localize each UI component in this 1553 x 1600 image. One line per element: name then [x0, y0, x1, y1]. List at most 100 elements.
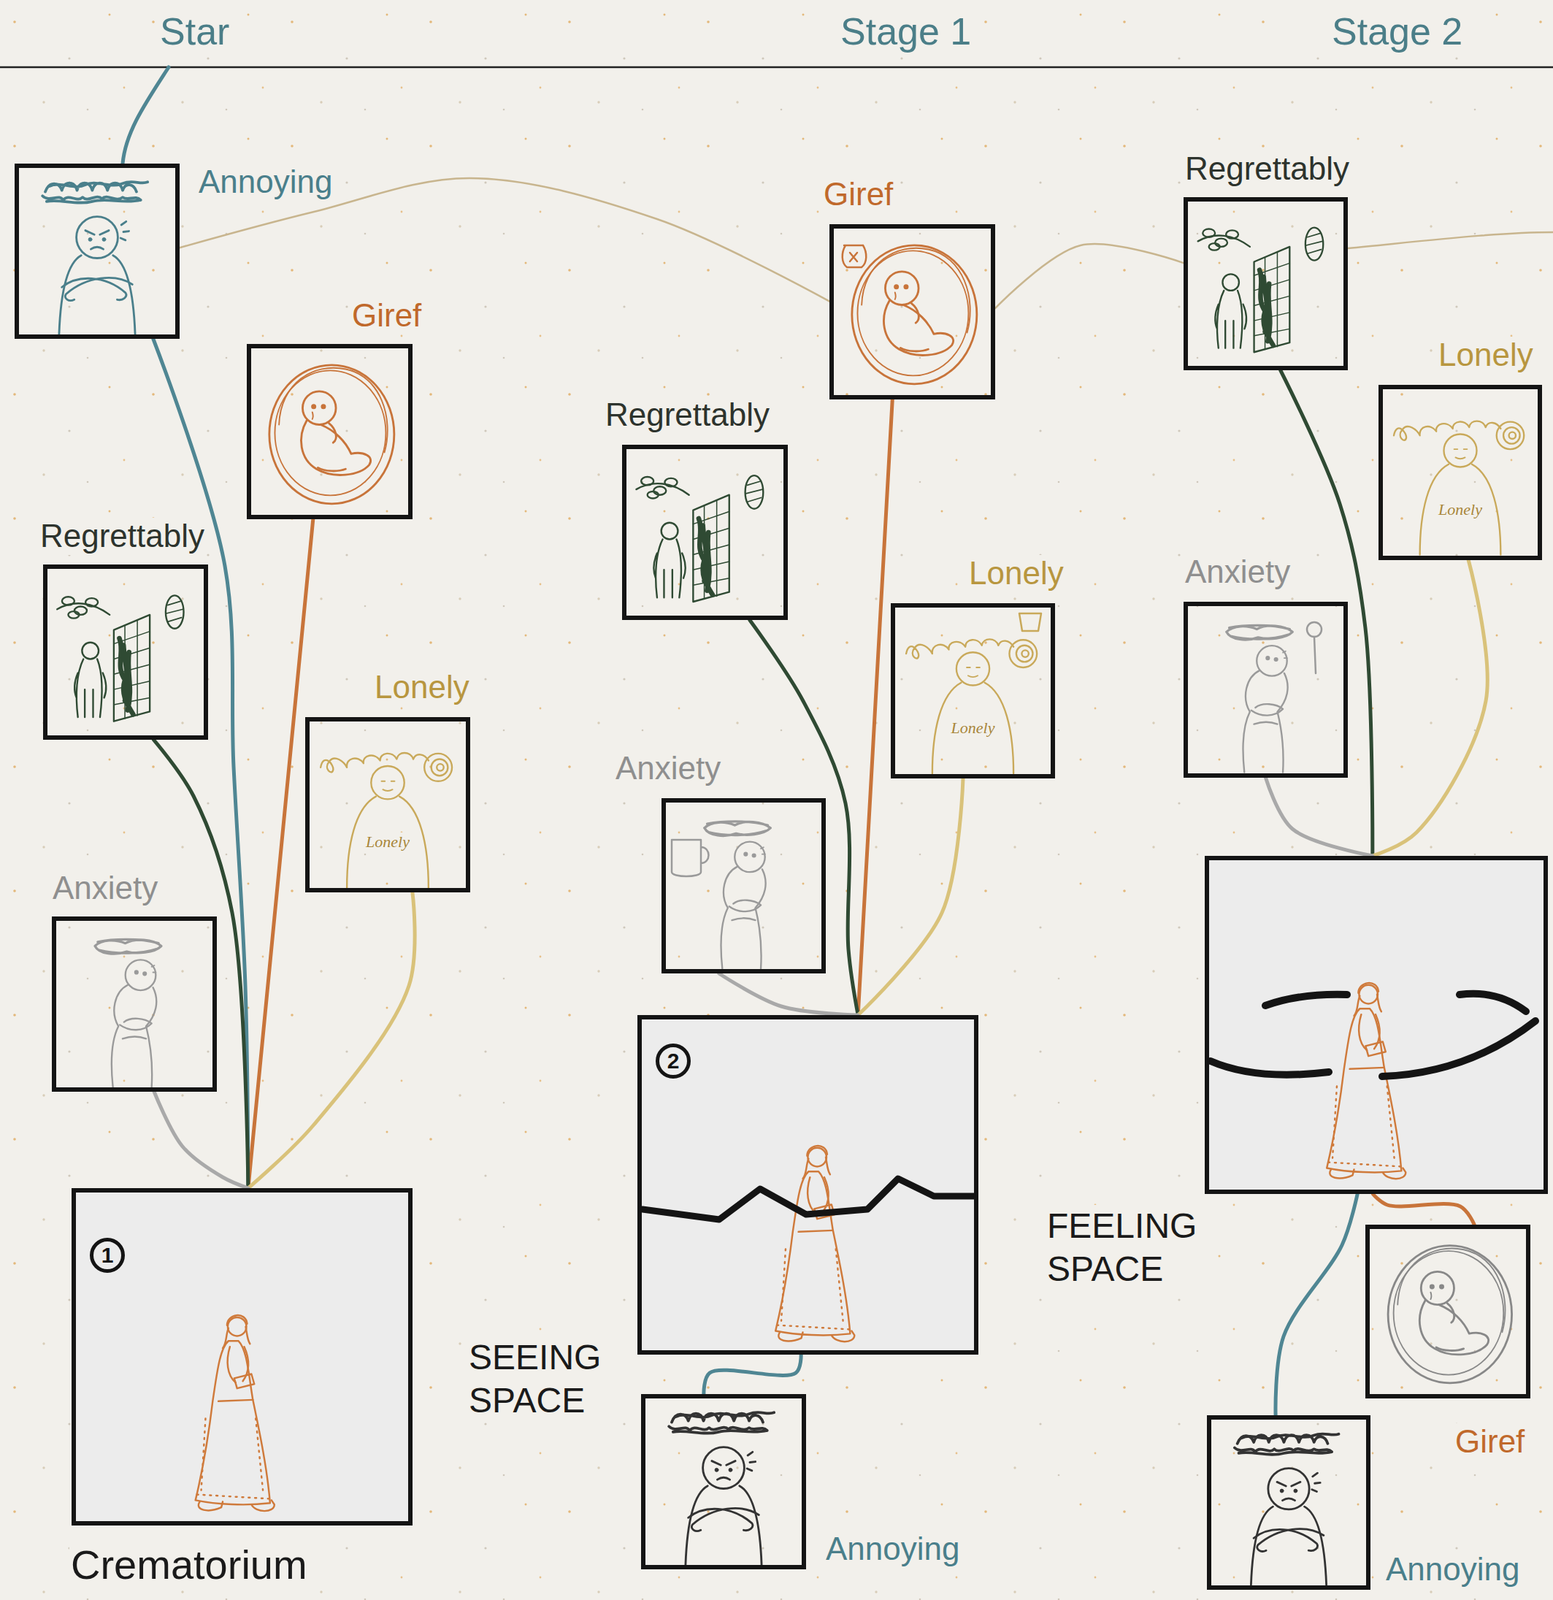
space-box: 2SEEING SPACE — [637, 1014, 979, 1355]
emotion-label: Regrettably — [603, 396, 772, 434]
annoyed-figure — [42, 181, 148, 335]
emotion-box: Annoying — [1206, 1415, 1371, 1590]
emotion-box: Giref — [1365, 1224, 1531, 1399]
connector — [1275, 1193, 1358, 1416]
soft-curves — [1210, 993, 1536, 1077]
timeline-thread — [1347, 232, 1553, 249]
anxious-figure — [94, 938, 162, 1087]
emotion-box: LonelyLonely — [1378, 384, 1543, 561]
anxious-figure — [704, 821, 771, 969]
annoyed-figure — [1234, 1433, 1340, 1585]
emotion-box: LonelyLonely — [890, 603, 1056, 779]
emotion-label: Anxiety — [1183, 553, 1292, 591]
emotion-label: Lonely — [373, 668, 471, 707]
handwritten-note: Lonely — [364, 832, 412, 851]
connector — [1280, 370, 1373, 856]
lonely-figure — [320, 752, 452, 888]
emotion-box: Giref — [246, 343, 413, 520]
jar-sketch — [842, 245, 867, 268]
emotion-label: Regrettably — [38, 517, 206, 555]
emotion-box: LonelyLonely — [305, 716, 471, 893]
emotion-label: Lonely — [1436, 336, 1535, 374]
emotion-box: Giref — [829, 224, 996, 400]
curve-stroke — [1265, 994, 1348, 1006]
connector — [1266, 777, 1373, 856]
handwritten-note: Lonely — [949, 718, 997, 737]
curled-figure — [1387, 1245, 1513, 1383]
stage-heading: Stage 1 — [838, 8, 974, 55]
emotion-box: Regrettably — [43, 564, 209, 740]
emotion-box: Anxiety — [51, 916, 217, 1092]
space-box: 1Crematorium — [71, 1187, 413, 1526]
connector — [1372, 560, 1488, 856]
wall-figure — [1198, 227, 1324, 353]
emotion-box: Annoying — [14, 163, 180, 339]
flower-stem — [1314, 636, 1316, 674]
space-label: Crematorium — [69, 1539, 309, 1590]
wall-figure — [56, 595, 184, 721]
connector — [703, 1354, 801, 1394]
emotion-box: Regrettably — [1183, 197, 1348, 371]
emotion-box: Regrettably — [622, 444, 788, 620]
emotion-label: Annoying — [824, 1530, 961, 1568]
curled-figure — [852, 245, 977, 385]
connector — [857, 778, 964, 1015]
lonely-figure — [1393, 421, 1524, 555]
emotion-label: Annoying — [197, 163, 334, 201]
pot-sketch — [1019, 613, 1042, 631]
emotion-label: Giref — [822, 175, 895, 214]
walking-woman — [1326, 982, 1406, 1179]
connector — [995, 243, 1184, 309]
curled-figure — [269, 365, 395, 504]
curve-stroke — [1210, 1060, 1329, 1075]
space-label: SEEING SPACE — [467, 1336, 617, 1422]
flower-sketch — [1306, 622, 1322, 637]
emotion-label: Annoying — [1384, 1550, 1521, 1589]
space-box: FEELING SPACE — [1204, 855, 1548, 1194]
stage-heading: Star — [157, 8, 232, 55]
curve-stroke — [1459, 993, 1526, 1012]
space-fill — [1209, 860, 1544, 1190]
connector — [749, 619, 858, 1015]
callout-number: 2 — [655, 1043, 691, 1079]
callout-number: 1 — [89, 1237, 125, 1273]
annoyed-figure — [668, 1412, 774, 1565]
walking-woman — [775, 1145, 855, 1342]
handwritten-note: Lonely — [1436, 500, 1484, 519]
emotion-label: Giref — [1453, 1423, 1526, 1461]
connector — [1372, 1193, 1475, 1225]
stage-heading: Stage 2 — [1329, 8, 1465, 55]
emotion-label: Lonely — [967, 554, 1066, 593]
emotion-box: Annoying — [641, 1393, 807, 1570]
emotion-label: Regrettably — [1183, 150, 1351, 188]
emotion-box: Anxiety — [1183, 601, 1348, 778]
connector — [857, 399, 893, 1015]
space-fill — [75, 1192, 409, 1521]
mug-sketch — [671, 839, 709, 877]
connector — [248, 519, 314, 1188]
connector — [154, 1091, 249, 1188]
connector — [153, 338, 249, 1188]
header-rule — [0, 66, 1553, 69]
walking-woman — [195, 1314, 275, 1511]
small-props — [671, 245, 1322, 877]
start-line — [122, 67, 169, 164]
wall-figure — [635, 475, 763, 602]
curve-stroke — [1382, 1020, 1536, 1077]
connector — [248, 892, 415, 1188]
emotion-label: Anxiety — [51, 869, 160, 907]
space-fill — [641, 1019, 975, 1351]
emotion-label: Anxiety — [614, 749, 723, 788]
anxious-figure — [1226, 624, 1293, 772]
emotion-box: Anxiety — [661, 798, 826, 974]
emotion-label: Giref — [350, 297, 423, 335]
connector — [153, 739, 248, 1188]
connector — [719, 973, 858, 1015]
lonely-figure — [906, 638, 1037, 774]
jagged-line — [642, 1178, 975, 1220]
space-label: FEELING SPACE — [1045, 1204, 1205, 1291]
